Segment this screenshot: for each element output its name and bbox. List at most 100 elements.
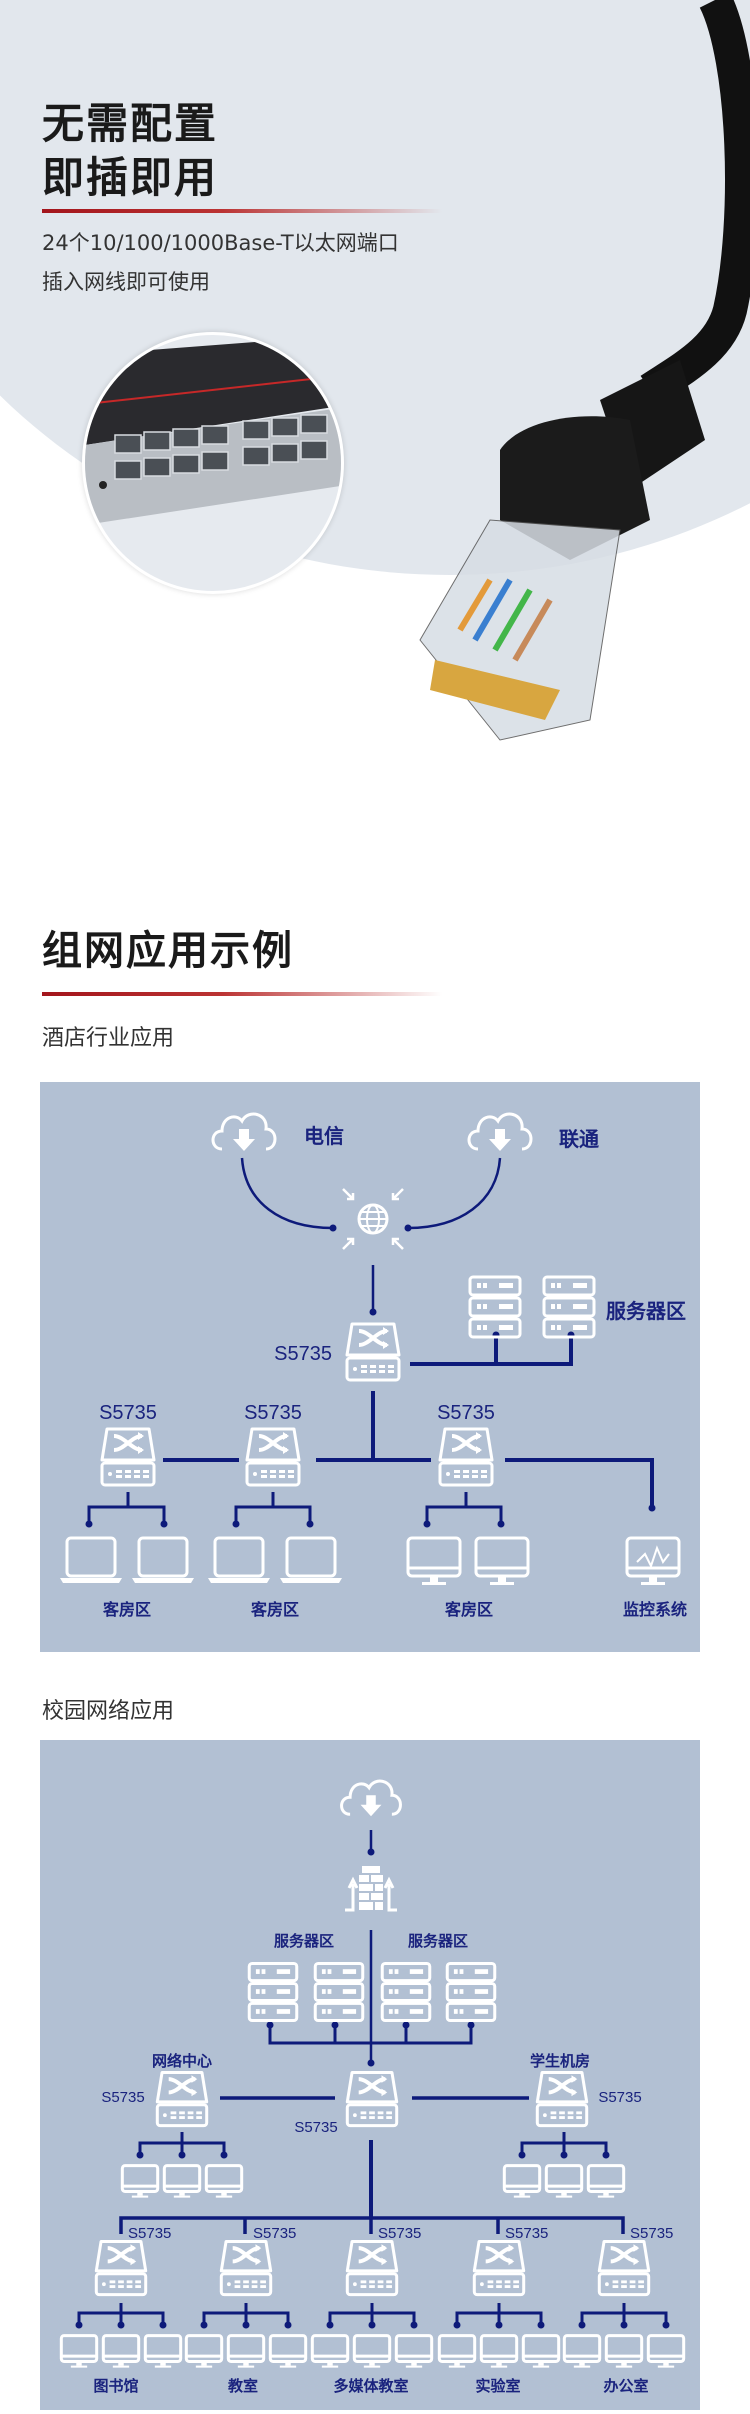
network-switch-icon — [345, 2239, 399, 2297]
laptop-icon — [60, 1536, 122, 1583]
server-rack-icon — [247, 1962, 299, 2022]
connection-dot — [266, 2021, 274, 2029]
server-rack-icon — [445, 1962, 497, 2022]
section-underline — [42, 992, 442, 996]
desktop-monitor-icon — [479, 2334, 519, 2368]
laptop-icon — [132, 1536, 194, 1583]
connection-dot — [467, 2021, 475, 2029]
zone-label: 监控系统 — [623, 1600, 687, 1619]
campus-heading: 校园网络应用 — [42, 1699, 175, 1724]
zone-label: 图书馆 — [93, 2377, 138, 2395]
title-underline — [42, 209, 442, 213]
desktop-monitor-icon — [646, 2334, 686, 2368]
network-switch-icon — [245, 1427, 301, 1487]
desktop-monitor-icon — [502, 2164, 542, 2198]
right-switch-label: S5735 — [598, 2089, 641, 2106]
zone-label: 客房区 — [103, 1600, 151, 1619]
desktop-monitor-icon — [521, 2334, 561, 2368]
network-switch-icon — [472, 2239, 526, 2297]
firewall-icon — [345, 1866, 397, 1912]
hotel-heading: 酒店行业应用 — [42, 1026, 175, 1051]
connection-line — [119, 2216, 625, 2234]
connection-line — [163, 1458, 654, 1508]
desktop-monitor-icon — [310, 2334, 350, 2368]
desktop-monitor-icon — [604, 2334, 644, 2368]
zone-label: 实验室 — [475, 2377, 520, 2395]
connection-dot — [578, 2321, 586, 2329]
connection-dot — [178, 2151, 186, 2159]
access-switch-label: S5735 — [244, 1402, 302, 1424]
network-switch-icon — [94, 2239, 148, 2297]
connection-dot — [602, 2151, 610, 2159]
hero-subtitle-line1: 24个10/100/1000Base-T以太网端口 — [42, 231, 399, 255]
connection-line — [410, 1335, 573, 1366]
server-zone-label: 服务器区 — [606, 1299, 686, 1323]
section-title: 组网应用示例 — [42, 928, 294, 974]
connection-dot — [367, 2059, 375, 2067]
student-lab-label: 学生机房 — [530, 2052, 590, 2070]
connection-dot — [537, 2321, 545, 2329]
laptop-icon — [280, 1536, 342, 1583]
access-switch-label: S5735 — [505, 2225, 548, 2242]
connection-dot — [331, 2021, 339, 2029]
network-switch-icon — [219, 2239, 273, 2297]
connection-dot — [159, 2321, 167, 2329]
connection-dot — [495, 2321, 503, 2329]
desktop-monitor-icon — [474, 1536, 530, 1585]
cloud-download-icon — [340, 1779, 402, 1817]
cloud-download-icon — [467, 1112, 533, 1151]
isp-label-telecom: 电信 — [304, 1124, 344, 1148]
desktop-monitor-icon — [586, 2164, 626, 2198]
connection-dot — [369, 1308, 377, 1316]
ethernet-cable-image — [419, 0, 750, 741]
access-switch-label: S5735 — [630, 2225, 673, 2242]
connection-dot — [136, 2151, 144, 2159]
connection-dot — [326, 2321, 334, 2329]
connection-line — [234, 1492, 312, 1524]
connection-dot — [75, 2321, 83, 2329]
connection-dot — [368, 2321, 376, 2329]
network-switch-icon — [535, 2070, 589, 2128]
connection-line — [240, 1157, 334, 1230]
desktop-monitor-icon — [544, 2164, 584, 2198]
desktop-monitor-icon — [120, 2164, 160, 2198]
access-switch-label: S5735 — [128, 2225, 171, 2242]
desktop-monitor-icon — [352, 2334, 392, 2368]
desktop-monitor-icon — [562, 2334, 602, 2368]
network-center-label: 网络中心 — [152, 2052, 212, 2070]
connection-line — [407, 1157, 502, 1230]
connection-dot — [518, 2151, 526, 2159]
network-switch-icon — [100, 1427, 156, 1487]
connection-dot — [367, 1848, 375, 1856]
zone-label: 客房区 — [445, 1600, 493, 1619]
network-switch-icon — [345, 2070, 399, 2128]
zone-label: 办公室 — [603, 2377, 648, 2395]
hero-banner: 无需配置 即插即用 24个10/100/1000Base-T以太网端口 插入网线… — [0, 0, 750, 800]
cloud-download-icon — [211, 1112, 277, 1151]
desktop-monitor-icon — [204, 2164, 244, 2198]
desktop-monitor-icon — [437, 2334, 477, 2368]
access-switch-label: S5735 — [99, 1402, 157, 1424]
server-zone-label: 服务器区 — [274, 1932, 334, 1950]
laptop-icon — [208, 1536, 270, 1583]
desktop-monitor-icon — [184, 2334, 224, 2368]
connection-dot — [620, 2321, 628, 2329]
connection-dot — [662, 2321, 670, 2329]
server-zone-label: 服务器区 — [408, 1932, 468, 1950]
access-switch-label: S5735 — [253, 2225, 296, 2242]
desktop-monitor-icon — [268, 2334, 308, 2368]
connection-dot — [117, 2321, 125, 2329]
zone-label: 多媒体教室 — [333, 2377, 408, 2395]
desktop-monitor-icon — [406, 1536, 462, 1585]
hotel-network-diagram: 电信 联通 服务器区 S5735 S5735 S5735 S5735 客房区 客… — [40, 1082, 700, 1652]
connection-dot — [306, 1520, 314, 1528]
left-switch-label: S5735 — [101, 2089, 144, 2106]
zone-label: 客房区 — [251, 1600, 299, 1619]
hero-title-line2: 即插即用 — [42, 153, 219, 202]
network-switch-icon — [597, 2239, 651, 2297]
desktop-monitor-icon — [394, 2334, 434, 2368]
connection-dot — [410, 2321, 418, 2329]
connection-dot — [232, 1520, 240, 1528]
connection-dot — [160, 1520, 168, 1528]
desktop-monitor-icon — [162, 2164, 202, 2198]
